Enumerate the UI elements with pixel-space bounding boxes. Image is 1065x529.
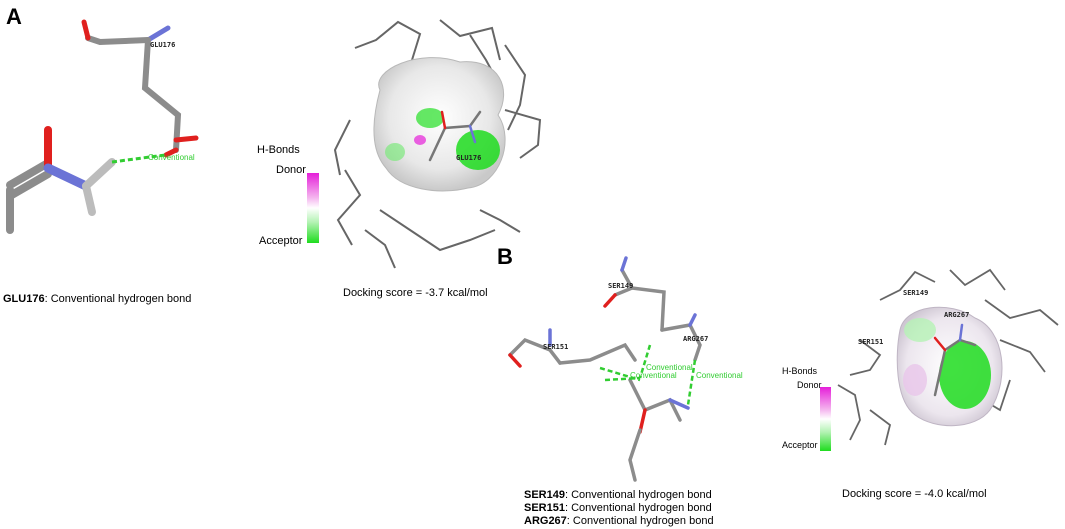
panel-b-surface-donor-patch (903, 364, 927, 396)
panel-b-surface-label-ser149: SER149 (903, 289, 928, 297)
panel-b-caption-ser149: SER149: Conventional hydrogen bond (524, 489, 712, 501)
panel-a-legend-title: H-Bonds (257, 144, 300, 156)
panel-a-legend-donor: Donor (276, 164, 306, 176)
panel-b-hbond-label: Conventional (696, 371, 743, 380)
panel-a-residue-glu176 (81, 19, 199, 158)
panel-a-legend-acceptor: Acceptor (259, 235, 303, 247)
panel-a-hbond-line (111, 153, 166, 164)
panel-b-residues (508, 256, 702, 482)
panel-b-hbond-label: Conventional (630, 371, 677, 380)
panel-b-docking-score: Docking score = -4.0 kcal/mol (842, 488, 987, 500)
panel-b-label-ser151: SER151 (543, 343, 568, 351)
panel-a-surface-acceptor-patch (456, 130, 500, 170)
panel-b-hbond-lines (599, 344, 697, 406)
panel-b-surface-label-ser151: SER151 (858, 338, 883, 346)
panel-a-surface-residues (333, 19, 542, 269)
panel-a-caption-glu176: GLU176: Conventional hydrogen bond (3, 293, 192, 305)
panel-a-hbond-label: Conventional (148, 153, 195, 162)
panel-b-legend-title: H-Bonds (782, 366, 818, 376)
panel-a-surface-donor-patch (414, 135, 426, 145)
panel-letter-a: A (6, 4, 22, 29)
panel-b-surface-label-arg267: ARG267 (944, 311, 969, 319)
panel-a-surface-acceptor-patch (416, 108, 444, 128)
panel-b-legend-acceptor: Acceptor (782, 440, 818, 450)
panel-a-ligand (6, 126, 116, 234)
panel-b-label-arg267: ARG267 (683, 335, 708, 343)
panel-b-ligand-sticks (933, 323, 977, 397)
panel-b-legend-donor: Donor (797, 380, 822, 390)
panel-b-hbond-label: Conventional (646, 363, 693, 372)
panel-a-legend-gradient (307, 173, 319, 243)
panel-a-ligand-sticks (428, 110, 482, 162)
panel-a-docking-score: Docking score = -3.7 kcal/mol (343, 287, 488, 299)
panel-a-label-glu176: GLU176 (150, 41, 175, 49)
panel-b-surface-acceptor-patch (939, 341, 991, 409)
panel-a-surface-acceptor-patch (385, 143, 405, 161)
panel-b-surface-acceptor-patch (904, 318, 936, 342)
panel-b-surface-residues (837, 268, 1059, 446)
panel-b-caption-arg267: ARG267: Conventional hydrogen bond (524, 515, 714, 527)
panel-letter-b: B (497, 244, 513, 269)
panel-b-label-ser149: SER149 (608, 282, 633, 290)
panel-b-legend-gradient (820, 387, 831, 451)
panel-b-caption-ser151: SER151: Conventional hydrogen bond (524, 502, 712, 514)
panel-a-surface-label: GLU176 (456, 154, 481, 162)
